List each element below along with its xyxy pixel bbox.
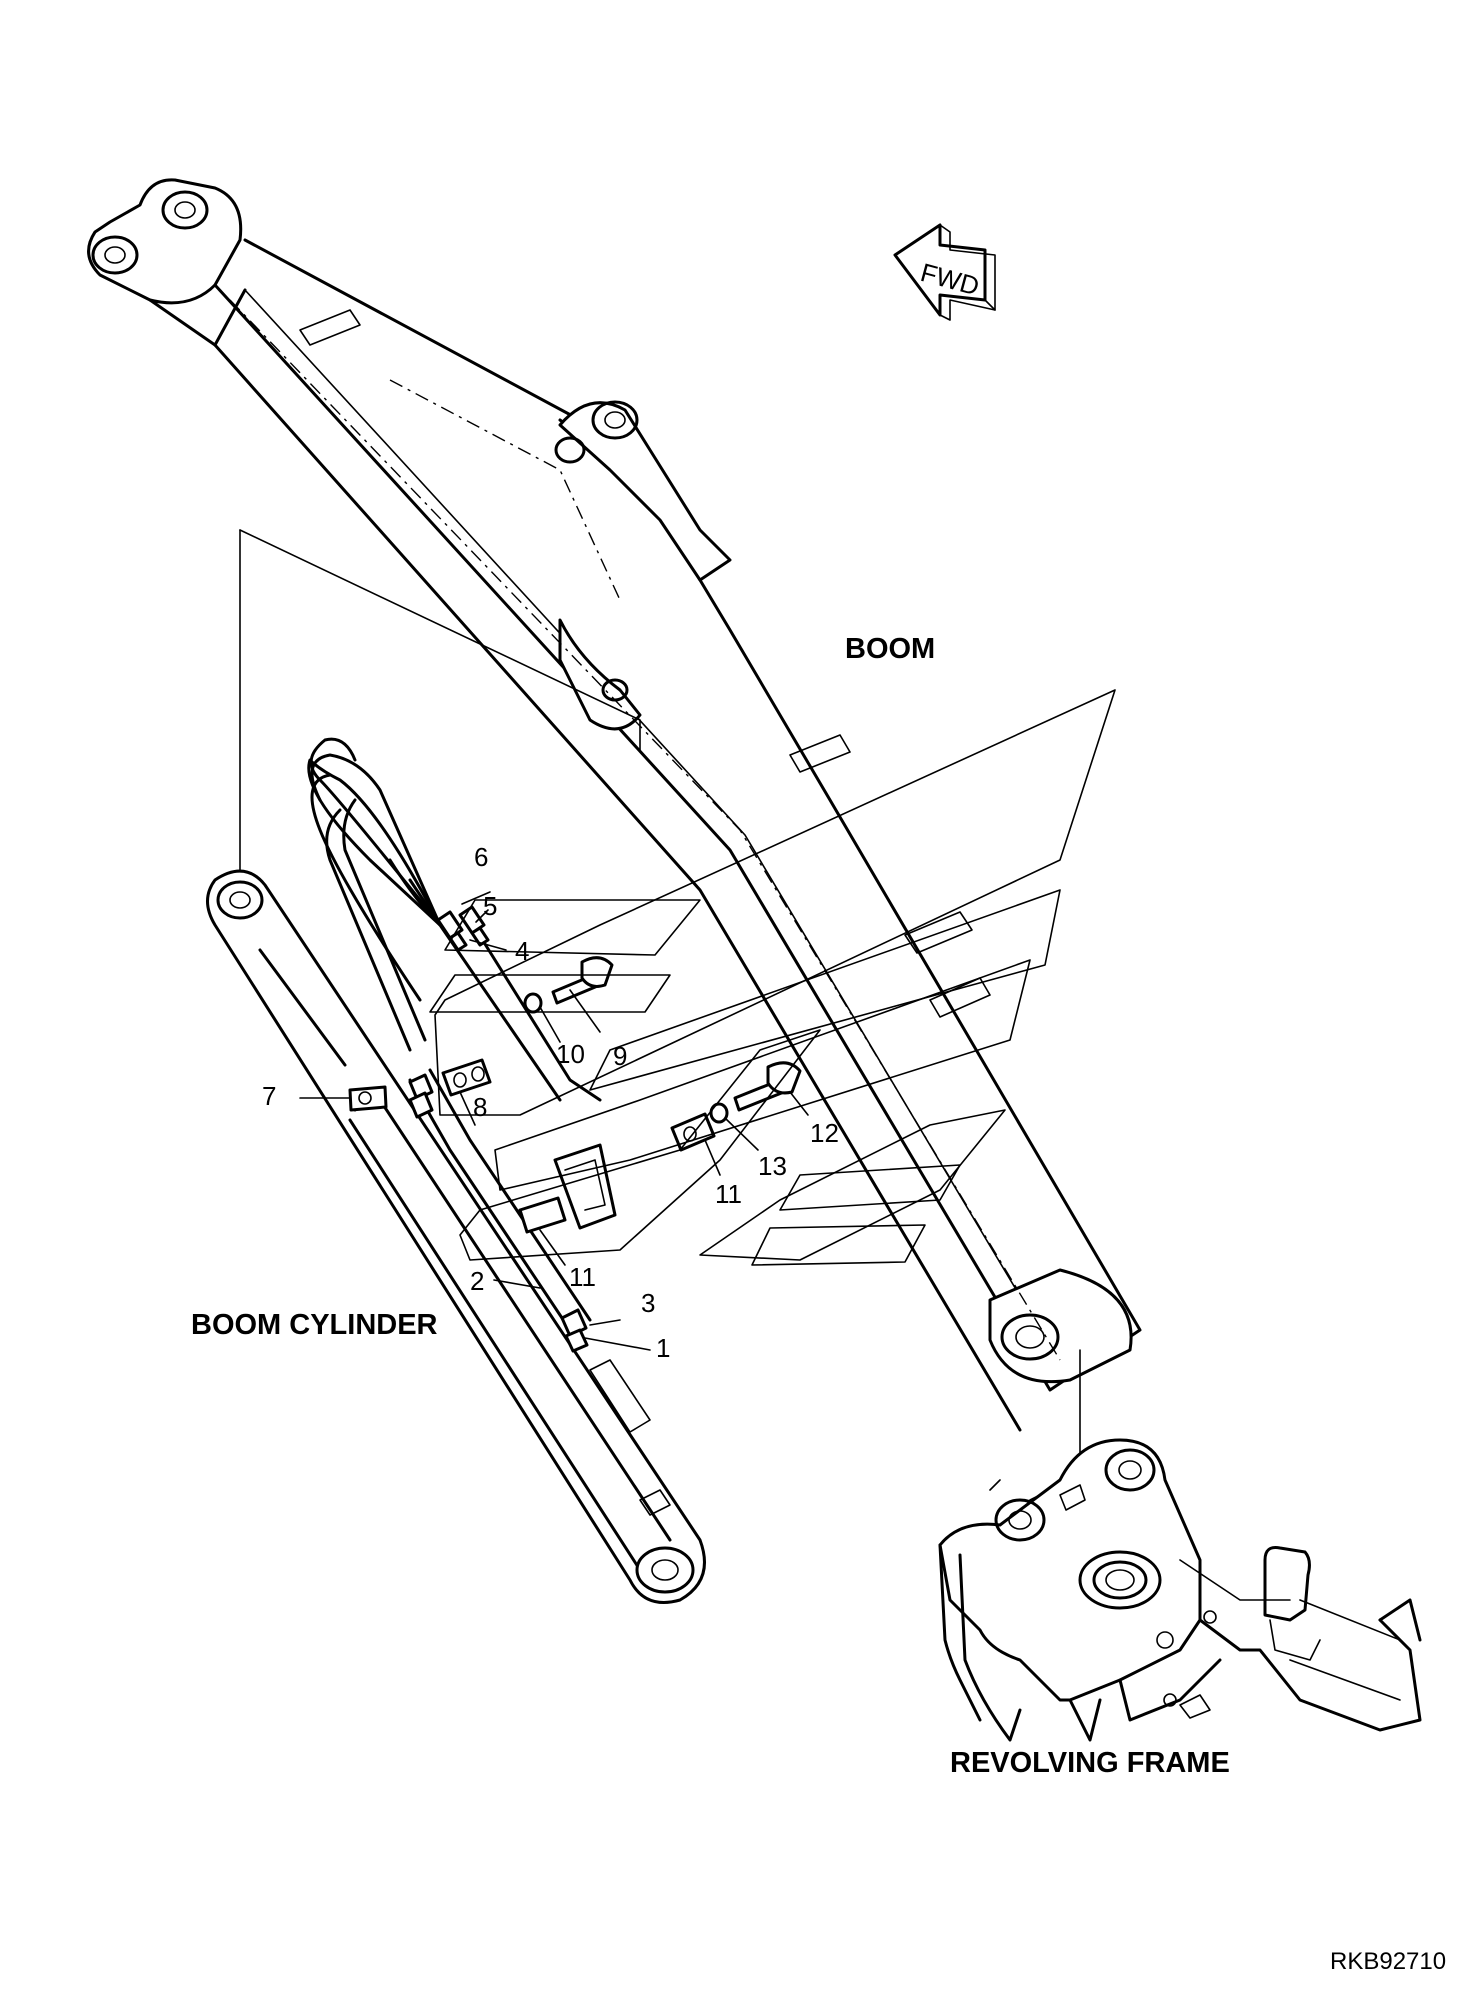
boom-cylinder-label: BOOM CYLINDER [191,1309,438,1341]
drawing-code: RKB92710 [1330,1948,1446,1975]
exploded-view-guides [429,689,1116,1266]
callout-10: 10 [556,1039,585,1069]
fwd-arrow-icon: FWD [893,223,996,321]
callout-4: 4 [515,936,529,966]
boom-label: BOOM [845,633,935,665]
fittings [348,905,802,1353]
callout-12: 12 [810,1118,839,1148]
callout-11-upper: 11 [715,1179,742,1209]
boom-drawing [87,178,1142,1432]
revolving-frame-label: REVOLVING FRAME [950,1747,1230,1779]
callout-7: 7 [262,1081,276,1111]
callout-leaders [299,891,809,1351]
callout-1: 1 [656,1333,670,1363]
callout-6: 6 [474,842,488,872]
callout-11-lower: 11 [569,1262,596,1292]
boom-cylinder-drawing [206,869,706,1604]
callout-3: 3 [641,1288,655,1318]
callout-9: 9 [613,1041,627,1071]
revolving-frame-drawing [938,1438,1422,1742]
callout-numbers: 1 2 3 4 5 6 7 8 9 10 11 11 12 13 [262,842,839,1363]
callout-2: 2 [470,1266,484,1296]
callout-8: 8 [473,1092,487,1122]
callout-13: 13 [758,1151,787,1181]
callout-5: 5 [483,891,497,921]
pin-leader-lines [239,529,1081,1461]
